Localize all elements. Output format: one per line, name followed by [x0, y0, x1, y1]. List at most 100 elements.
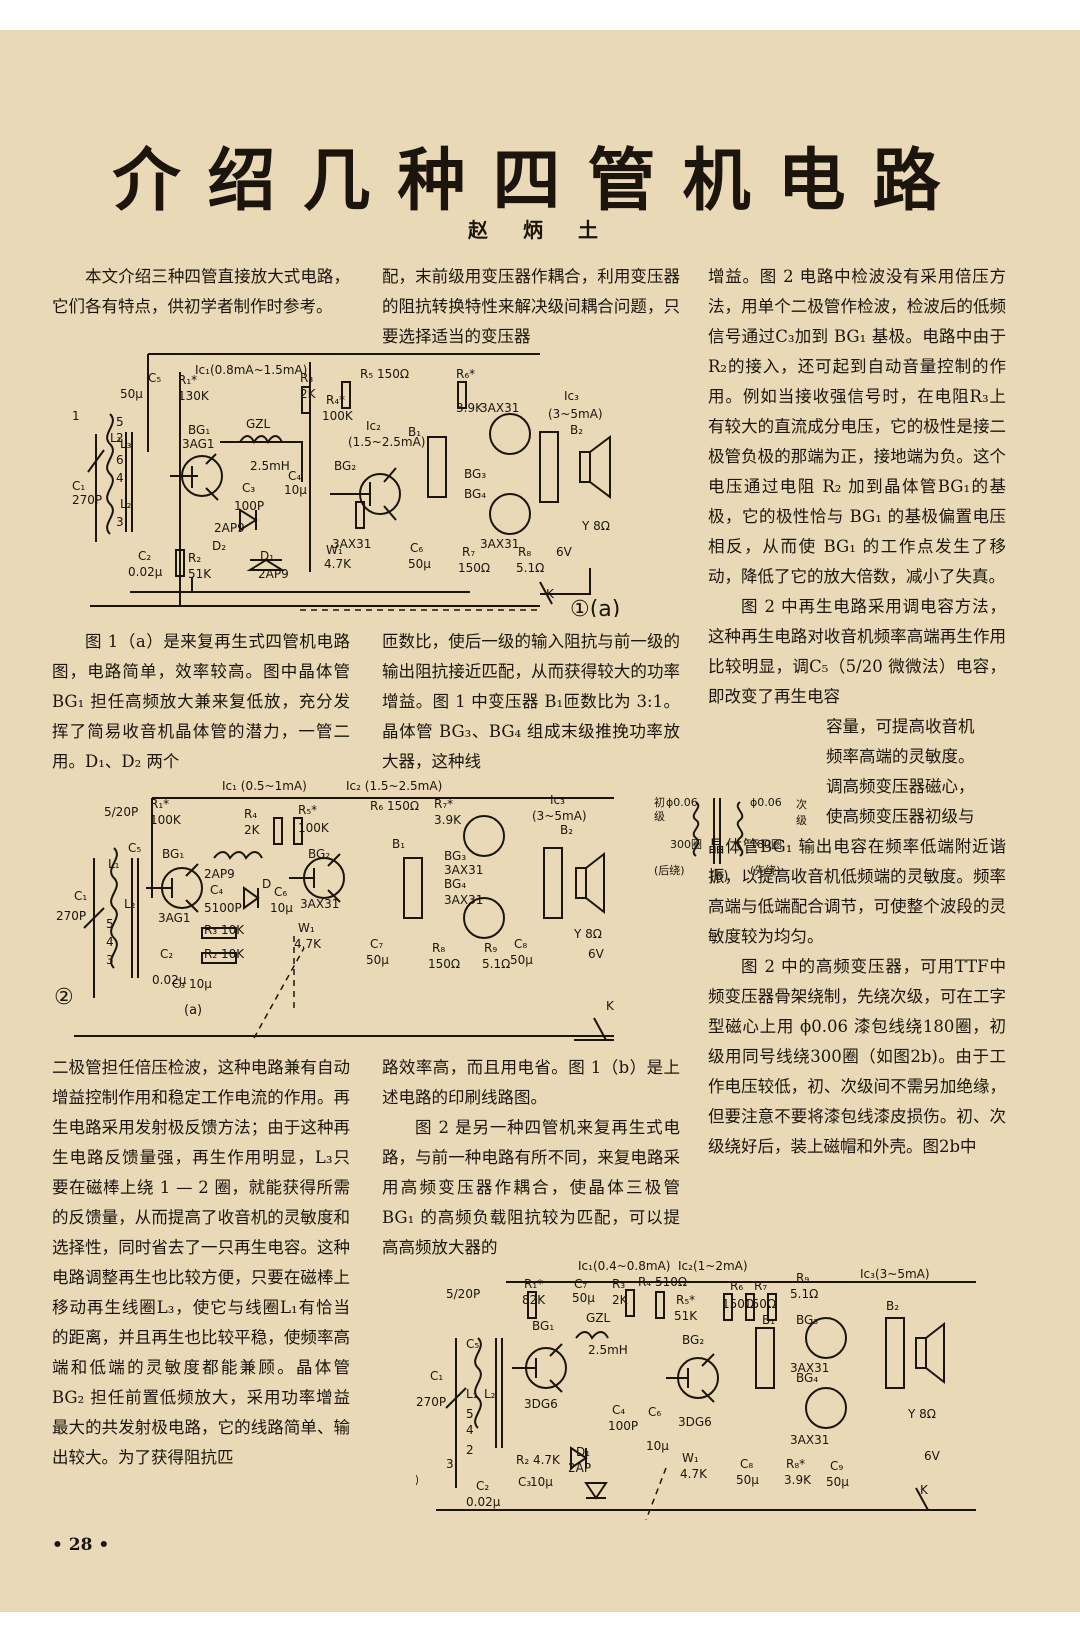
svg-text:R₂ 4.7K: R₂ 4.7K — [516, 1453, 561, 1467]
svg-text:150Ω: 150Ω — [458, 561, 490, 575]
svg-text:6V: 6V — [556, 545, 573, 559]
svg-text:2AP: 2AP — [568, 1461, 591, 1475]
figure-2a-schematic: Ic₁ (0.5~1mA) Ic₂ (1.5~2.5mA) Ic₃(3~5mA)… — [54, 778, 654, 1063]
svg-text:W₁: W₁ — [682, 1451, 699, 1465]
svg-text:R₈: R₈ — [432, 941, 445, 955]
svg-text:5/20P: 5/20P — [104, 805, 138, 819]
col3-wrap-line: 容量，可提高收音机 — [826, 717, 975, 736]
svg-text:B₂: B₂ — [560, 823, 573, 837]
col3-wrap-line: 使高频变压器初级与 — [826, 807, 975, 826]
svg-text:D₂: D₂ — [212, 539, 226, 553]
svg-text:D₁: D₁ — [260, 549, 274, 563]
svg-text:L₁: L₁ — [466, 1387, 478, 1401]
figure-3-svg: Ic₁(0.4~0.8mA) Ic₂(1~2mA) Ic₃(3~5mA) 5/2… — [416, 1259, 976, 1521]
svg-text:BG₁: BG₁ — [188, 423, 210, 437]
svg-text:R₁*: R₁* — [150, 797, 169, 811]
article-title: 介绍几种四管机电路 — [112, 142, 968, 221]
svg-text:50μ: 50μ — [826, 1475, 849, 1489]
svg-text:K: K — [546, 587, 555, 601]
svg-text:2.5mH: 2.5mH — [588, 1343, 628, 1357]
svg-text:C₅: C₅ — [128, 841, 141, 855]
svg-text:R₃: R₃ — [612, 1277, 625, 1291]
svg-text:3AX31: 3AX31 — [480, 537, 519, 551]
intro-text: 本文介绍三种四管直接放大式电路，它们各有特点，供初学者制作时参考。 — [52, 267, 350, 316]
svg-text:Ic₃: Ic₃ — [564, 389, 579, 403]
svg-text:3.9K: 3.9K — [784, 1473, 812, 1487]
svg-text:100K: 100K — [298, 821, 330, 835]
svg-text:BG₃: BG₃ — [464, 467, 486, 481]
svg-text:10μ: 10μ — [646, 1439, 669, 1453]
svg-text:L₁: L₁ — [110, 431, 122, 445]
svg-text:Ic₃: Ic₃ — [550, 793, 565, 807]
svg-text:100P: 100P — [234, 499, 264, 513]
svg-text:300圈: 300圈 — [670, 838, 702, 851]
svg-text:R₉: R₉ — [484, 941, 497, 955]
col3-top-text-b: 图 2 中再生电路采用调电容方法，这种再生电路对收音机频率高端再生作用比较明显，… — [708, 597, 1006, 706]
svg-text:4: 4 — [466, 1423, 474, 1437]
svg-text:3AX31: 3AX31 — [444, 893, 483, 907]
svg-text:BG₁: BG₁ — [162, 847, 184, 861]
col3-wrap-line: 调高频变压器磁心， — [826, 777, 975, 796]
svg-text:R₄: R₄ — [244, 807, 257, 821]
svg-text:Ic₁(0.4~0.8mA): Ic₁(0.4~0.8mA) — [578, 1259, 670, 1273]
svg-text:B₁: B₁ — [392, 837, 405, 851]
svg-text:C₇: C₇ — [574, 1277, 587, 1291]
svg-text:R₁*: R₁* — [524, 1277, 543, 1291]
svg-text:Ic₂: Ic₂ — [366, 419, 381, 433]
svg-text:2AP9: 2AP9 — [214, 521, 245, 535]
figure-3-caption: ③ — [416, 1469, 420, 1494]
svg-text:(3~5mA): (3~5mA) — [532, 809, 587, 823]
svg-text:5: 5 — [106, 917, 114, 931]
svg-text:Ic₁ (0.5~1mA): Ic₁ (0.5~1mA) — [222, 779, 307, 793]
svg-text:BG₃: BG₃ — [796, 1313, 818, 1327]
svg-text:BG₃: BG₃ — [444, 849, 466, 863]
svg-text:BG₄: BG₄ — [796, 1371, 818, 1385]
svg-text:R₆: R₆ — [730, 1279, 743, 1293]
svg-text:150Ω: 150Ω — [428, 957, 460, 971]
svg-text:50μ: 50μ — [510, 953, 533, 967]
svg-text:R₄ 510Ω: R₄ 510Ω — [638, 1275, 687, 1289]
svg-text:5: 5 — [116, 415, 124, 429]
fig1-desc-paragraph: 图 1（a）是来复再生式四管机电路图，电路简单，效率较高。图中晶体管BG₁ 担任… — [52, 627, 350, 777]
svg-text:3AX31: 3AX31 — [790, 1433, 829, 1447]
svg-text:R₇*: R₇* — [434, 797, 453, 811]
svg-text:4.7K: 4.7K — [324, 557, 352, 571]
svg-text:3AX31: 3AX31 — [480, 401, 519, 415]
svg-text:C₂: C₂ — [160, 947, 173, 961]
svg-text:(1.5~2.5mA): (1.5~2.5mA) — [348, 435, 425, 449]
svg-text:50μ: 50μ — [736, 1473, 759, 1487]
col2-mid-paragraph: 匝数比，使后一级的输入阻抗与前一级的输出阻抗接近匹配，从而获得较大的功率增益。图… — [382, 627, 680, 777]
svg-text:C₅: C₅ — [466, 1337, 479, 1351]
svg-text:3DG6: 3DG6 — [524, 1397, 558, 1411]
svg-text:5/20P: 5/20P — [446, 1287, 480, 1301]
figure-1-caption: ①(a) — [570, 597, 620, 617]
svg-text:R₂ 10K: R₂ 10K — [204, 947, 245, 961]
svg-text:级: 级 — [654, 810, 665, 823]
svg-text:Y 8Ω: Y 8Ω — [581, 519, 610, 533]
svg-text:5.1Ω: 5.1Ω — [482, 957, 510, 971]
col2-top-paragraph: 配，末前级用变压器作耦合，利用变压器的阻抗转换特性来解决级间耦合问题，只要选择适… — [382, 262, 680, 352]
svg-text:R₄*: R₄* — [326, 393, 345, 407]
svg-text:ϕ0.06: ϕ0.06 — [750, 796, 782, 809]
svg-text:1: 1 — [72, 409, 80, 423]
svg-text:3AX31: 3AX31 — [444, 863, 483, 877]
svg-text:82K: 82K — [522, 1293, 546, 1307]
svg-text:100K: 100K — [322, 409, 354, 423]
col2-top-text: 配，末前级用变压器作耦合，利用变压器的阻抗转换特性来解决级间耦合问题，只要选择适… — [382, 267, 680, 346]
svg-text:Ic₁(0.8mA~1.5mA): Ic₁(0.8mA~1.5mA) — [195, 363, 307, 377]
svg-text:4: 4 — [106, 935, 114, 949]
svg-text:初: 初 — [654, 795, 665, 809]
figure-2a-svg: Ic₁ (0.5~1mA) Ic₂ (1.5~2.5mA) Ic₃(3~5mA)… — [54, 779, 615, 1041]
intro-paragraph: 本文介绍三种四管直接放大式电路，它们各有特点，供初学者制作时参考。 — [52, 262, 350, 322]
col3-wrapped-lines: 容量，可提高收音机 频率高端的灵敏度。 调高频变压器磁心， 使高频变压器初级与 — [826, 712, 1006, 832]
svg-text:C₂: C₂ — [476, 1479, 489, 1493]
svg-text:C₆: C₆ — [648, 1405, 661, 1419]
svg-text:50μ: 50μ — [572, 1291, 595, 1305]
svg-text:50μ: 50μ — [408, 557, 431, 571]
svg-text:R₃: R₃ — [300, 371, 313, 385]
svg-text:C₈: C₈ — [514, 937, 527, 951]
svg-text:L₂: L₂ — [484, 1387, 496, 1401]
svg-text:C₆: C₆ — [274, 885, 287, 899]
